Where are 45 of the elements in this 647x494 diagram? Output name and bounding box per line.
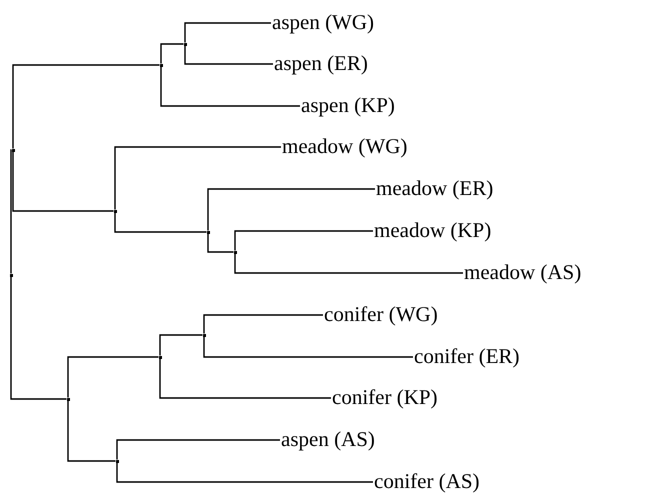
branch-point	[10, 274, 12, 276]
tree-branch	[10, 149, 12, 274]
leaf-label: aspen (AS)	[281, 427, 375, 451]
leaf-label: conifer (ER)	[414, 344, 520, 368]
tree-branch	[203, 336, 413, 358]
tree-branch	[12, 64, 160, 148]
tree-branch	[184, 22, 271, 42]
tree-branch	[159, 358, 331, 399]
tree-branch	[184, 46, 273, 65]
leaf-label: aspen (ER)	[274, 51, 368, 75]
branch-point	[114, 210, 116, 212]
branch-point	[160, 64, 162, 66]
branch-point	[12, 148, 14, 152]
leaf-label: conifer (KP)	[332, 385, 438, 409]
tree-branch	[12, 152, 114, 212]
branch-point	[116, 460, 118, 462]
tree-branch	[67, 400, 116, 462]
tree-branch	[207, 234, 234, 253]
leaf-label: conifer (WG)	[324, 302, 438, 326]
tree-branch	[234, 230, 373, 250]
tree-branch	[159, 334, 202, 356]
tree-branch	[67, 356, 158, 398]
branch-point	[158, 356, 162, 358]
tree-branch	[234, 254, 463, 274]
tree-branch	[10, 276, 66, 400]
branch-point	[206, 230, 210, 234]
branch-point	[66, 398, 70, 400]
branch-point	[184, 42, 186, 46]
leaf-label: aspen (KP)	[301, 93, 395, 117]
tree-branch	[114, 212, 206, 233]
tree-branch	[114, 146, 281, 210]
leaf-label: meadow (KP)	[374, 218, 492, 242]
branch-point	[234, 250, 236, 254]
leaf-label: meadow (AS)	[464, 260, 582, 284]
tree-branch	[160, 43, 184, 64]
leaf-label: aspen (WG)	[272, 10, 374, 34]
branch-point	[202, 334, 206, 336]
tree-branch	[116, 439, 280, 460]
leaf-label: meadow (WG)	[282, 134, 408, 158]
tree-branch	[116, 462, 373, 483]
leaf-label: meadow (ER)	[376, 176, 494, 200]
tree-branch	[207, 188, 375, 230]
tree-branch	[203, 314, 323, 334]
leaf-label: conifer (AS)	[374, 469, 480, 493]
tree-branch	[160, 66, 300, 107]
